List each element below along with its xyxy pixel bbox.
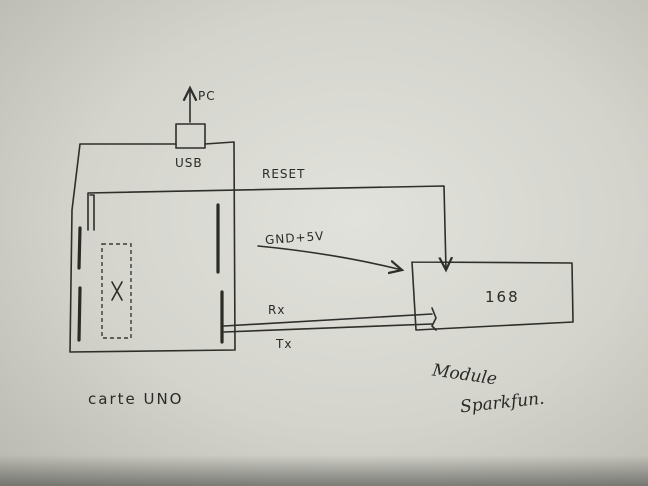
uno-chip-dashed bbox=[101, 243, 132, 339]
rx-line bbox=[223, 313, 433, 327]
board-inner-edge bbox=[89, 194, 95, 231]
tx-line bbox=[223, 323, 433, 333]
rx-label: Rx bbox=[268, 303, 286, 317]
left-header-top bbox=[77, 226, 82, 270]
rx-tx-terminal bbox=[431, 307, 437, 331]
power-arrow bbox=[257, 245, 402, 270]
pc-label: PC bbox=[198, 89, 216, 103]
usb-connector bbox=[175, 123, 206, 149]
board-name-label: carte UNO bbox=[88, 390, 184, 408]
chip-label-168: 168 bbox=[485, 288, 520, 306]
usb-label: USB bbox=[175, 156, 203, 170]
uno-board-outline bbox=[69, 141, 236, 353]
uno-chip-x bbox=[111, 281, 123, 301]
paper-edge-shadow bbox=[0, 455, 648, 486]
reset-wire bbox=[87, 185, 446, 270]
reset-label: RESET bbox=[262, 167, 306, 181]
left-header-bottom bbox=[77, 286, 82, 342]
tx-label: Tx bbox=[276, 337, 293, 351]
sparkfun-module-box bbox=[411, 261, 574, 331]
